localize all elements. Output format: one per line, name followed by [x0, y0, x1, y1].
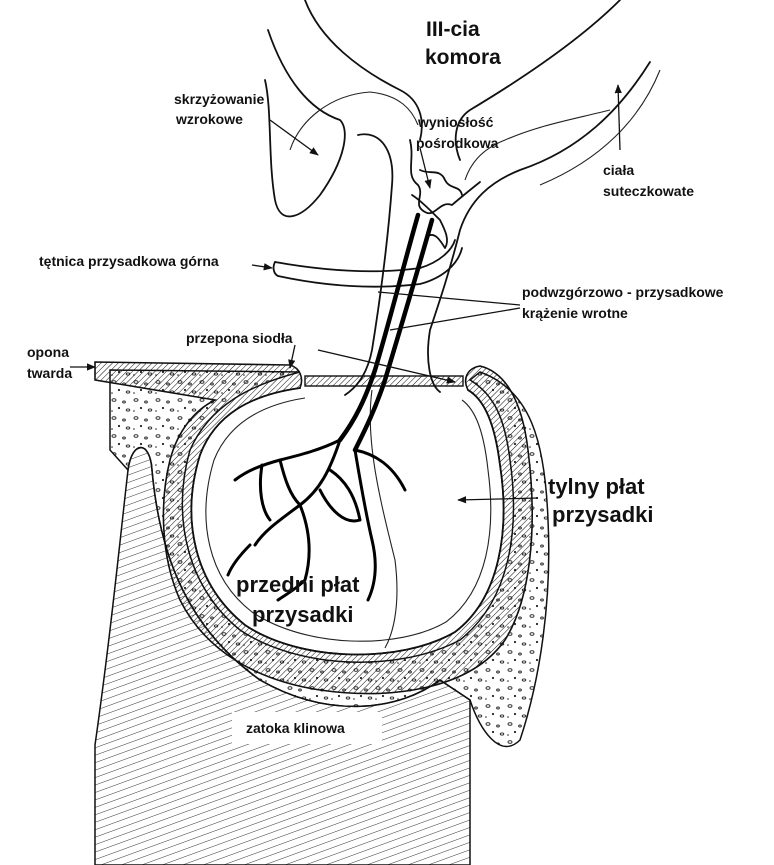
label-anterior-lobe-2: przysadki: [252, 602, 354, 627]
infundibulum-anterior: [345, 134, 392, 395]
superior-hypophyseal-artery: [275, 240, 462, 287]
label-posterior-lobe-2: przysadki: [552, 502, 654, 527]
label-third-ventricle-2: komora: [425, 46, 501, 69]
mammillary-leader: [618, 85, 620, 150]
third-ventricle-left-wall: [305, 0, 422, 140]
label-optic-chiasm-2: wzrokowe: [175, 111, 243, 127]
portal-leader-2: [390, 308, 520, 330]
label-sphenoid-sinus: zatoka klinowa: [246, 720, 345, 736]
label-mammillary-2: suteczkowate: [603, 183, 694, 199]
portal-vessel-2: [355, 220, 432, 450]
mammillary-outer: [540, 70, 660, 185]
label-median-eminence-1: wyniosłość: [417, 114, 494, 130]
median-eminence-plexus: [410, 140, 480, 248]
label-third-ventricle-1: III-cia: [426, 18, 480, 41]
diaphragma-leader: [290, 345, 295, 368]
label-dura-1: opona: [27, 344, 69, 360]
artery-cut-end: [274, 262, 278, 276]
label-optic-chiasm-1: skrzyżowanie: [174, 91, 264, 107]
label-artery: tętnica przysadkowa górna: [39, 253, 219, 269]
chiasm-leader: [270, 120, 318, 155]
label-mammillary-1: ciała: [603, 162, 634, 178]
eminence-leader: [420, 148, 430, 188]
label-portal-1: podwzgórzowo - przysadkowe: [522, 284, 724, 300]
portal-leader-1: [378, 292, 520, 305]
label-anterior-lobe-1: przedni płat: [236, 572, 360, 597]
label-median-eminence-2: pośrodkowa: [416, 135, 499, 151]
label-diaphragma: przepona siodła: [186, 330, 293, 346]
label-posterior-lobe-1: tylny płat: [548, 474, 645, 499]
label-portal-2: krążenie wrotne: [522, 305, 628, 321]
mammillary-outline: [428, 62, 650, 392]
artery-leader: [252, 265, 272, 268]
label-dura-2: twarda: [27, 365, 72, 381]
lobe-division: [370, 390, 397, 648]
